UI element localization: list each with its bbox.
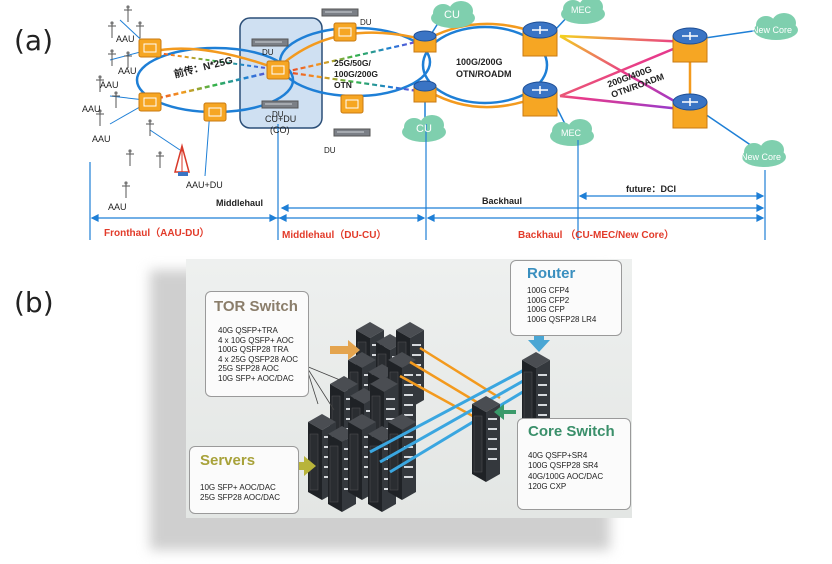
core-switch-item: 40G QSFP+SR4 bbox=[528, 451, 588, 460]
tor-switch-item: 4 x 10G QSFP+ AOC bbox=[218, 335, 294, 345]
fronthaul-segment-label: Fronthaul（AAU-DU） bbox=[104, 228, 210, 239]
newcore-cloud-label: New Core bbox=[741, 152, 782, 162]
tor-switch-item: 25G SFP28 AOC bbox=[218, 364, 279, 374]
middlehaul-segment-label: Middlehaul（DU-CU） bbox=[282, 230, 387, 241]
servers-box: Servers 10G SFP+ AOC/DAC 25G SFP28 AOC/D… bbox=[189, 446, 299, 514]
tor-switch-box: TOR Switch 40G QSFP+TRA 4 x 10G QSFP+ AO… bbox=[205, 291, 309, 397]
aau-label: AAU bbox=[118, 66, 137, 76]
backhaul-rates: 100G/200G OTN/ROADM bbox=[456, 56, 512, 80]
backhaul-span-label: Backhaul bbox=[482, 196, 523, 206]
aau-label: AAU bbox=[100, 80, 119, 90]
middle-rate-line: 25G/50G/ bbox=[334, 58, 371, 68]
router-item: 100G CFP4 bbox=[527, 286, 570, 295]
aau-du-label: AAU+DU bbox=[186, 180, 223, 190]
tor-switch-title: TOR Switch bbox=[214, 298, 298, 315]
du-label: DU bbox=[360, 18, 372, 27]
panel-label-a: (a) bbox=[14, 24, 54, 57]
middle-rate-line: OTN bbox=[334, 80, 352, 90]
backhaul-rate-line: OTN/ROADM bbox=[456, 69, 512, 79]
core-switch-title: Core Switch bbox=[528, 423, 615, 440]
tor-switch-item: 4 x 25G QSFP28 AOC bbox=[218, 354, 299, 364]
router-item: 100G CFP bbox=[527, 305, 565, 315]
middlehaul-span-label: Middlehaul bbox=[216, 198, 263, 208]
middle-rates: 25G/50G/ 100G/200G OTN bbox=[334, 58, 378, 91]
panel-label-b: (b) bbox=[14, 286, 54, 319]
aau-label: AAU bbox=[108, 202, 127, 212]
tor-switch-item: 10G SFP+ AOC/DAC bbox=[218, 373, 294, 383]
du-label: DU bbox=[324, 146, 336, 155]
tor-switch-item: 40G QSFP+TRA bbox=[218, 326, 278, 335]
router-item: 100G QSFP28 LR4 bbox=[527, 314, 597, 324]
servers-item: 10G SFP+ AOC/DAC bbox=[200, 483, 276, 492]
newcore-cloud-label: New Core bbox=[752, 25, 793, 35]
aau-label: AAU bbox=[82, 104, 101, 114]
router-box: Router 100G CFP4 100G CFP2 100G CFP 100G… bbox=[510, 260, 622, 336]
cu-cloud-label: CU bbox=[444, 9, 460, 21]
co-box-line2: (CO) bbox=[270, 125, 290, 135]
cu-cloud-label: CU bbox=[416, 123, 432, 135]
servers-title: Servers bbox=[200, 452, 256, 469]
servers-list: 10G SFP+ AOC/DAC 25G SFP28 AOC/DAC bbox=[200, 483, 280, 504]
tor-switch-list: 40G QSFP+TRA 4 x 10G QSFP+ AOC 100G QSFP… bbox=[218, 326, 298, 384]
backhaul-segment-label: Backhaul （CU-MEC/New Core） bbox=[518, 230, 675, 241]
du-label: DU bbox=[262, 48, 274, 57]
mec-cloud-label: MEC bbox=[561, 128, 581, 138]
core-switch-item: 120G CXP bbox=[528, 482, 567, 492]
aau-label: AAU bbox=[116, 34, 135, 44]
mec-cloud-label: MEC bbox=[571, 5, 591, 15]
core-switch-item: 100G QSFP28 SR4 bbox=[528, 461, 599, 471]
backhaul-rate-line: 100G/200G bbox=[456, 57, 503, 67]
tor-switch-item: 100G QSFP28 TRA bbox=[218, 345, 289, 355]
co-box-line1: CU+DU bbox=[265, 114, 297, 124]
du-label: DU bbox=[272, 110, 284, 119]
network-diagram-a bbox=[89, 0, 798, 240]
router-item: 100G CFP2 bbox=[527, 295, 570, 305]
aau-label: AAU bbox=[92, 134, 111, 144]
middle-rate-line: 100G/200G bbox=[334, 69, 378, 79]
core-switch-item: 40G/100G AOC/DAC bbox=[528, 471, 604, 481]
core-switch-box: Core Switch 40G QSFP+SR4 100G QSFP28 SR4… bbox=[517, 418, 631, 510]
future-span-label: future：DCI bbox=[626, 184, 676, 194]
servers-item: 25G SFP28 AOC/DAC bbox=[200, 493, 281, 503]
router-list: 100G CFP4 100G CFP2 100G CFP 100G QSFP28… bbox=[527, 286, 596, 324]
core-switch-list: 40G QSFP+SR4 100G QSFP28 SR4 40G/100G AO… bbox=[528, 451, 603, 493]
router-title: Router bbox=[527, 265, 576, 282]
